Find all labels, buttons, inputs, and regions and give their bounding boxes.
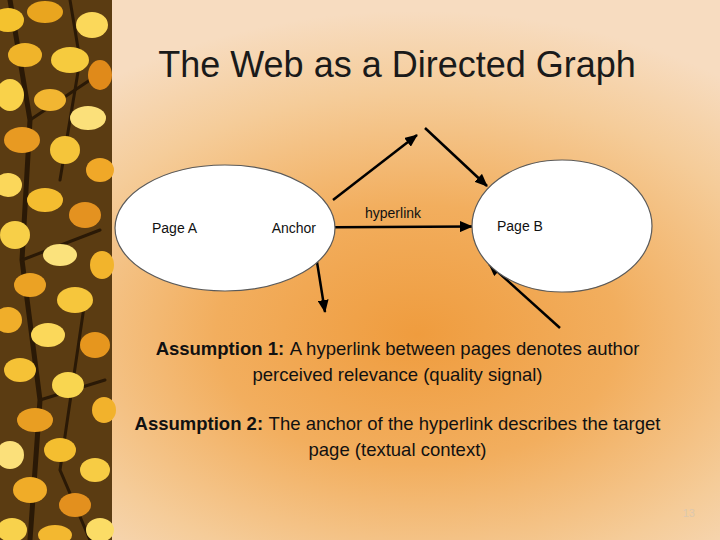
hyperlink-arrow: [335, 225, 472, 228]
outgoing-link-arrow: [333, 135, 417, 200]
outgoing-link-arrow: [317, 262, 325, 312]
page-name: Page A: [152, 220, 197, 236]
slide-number: 13: [683, 507, 695, 519]
assumption-body: A hyperlink between pages denotes author…: [253, 338, 640, 385]
anchor-text: Anchor: [272, 220, 316, 236]
slide-title: The Web as a Directed Graph: [112, 44, 682, 86]
assumption-heading: Assumption 1:: [156, 338, 284, 359]
assumption-text: Assumption 1:A hyperlink between pages d…: [125, 336, 670, 388]
web-page-node: Page A Anchor: [115, 165, 335, 291]
page-name: Page B: [497, 218, 543, 234]
assumption-heading: Assumption 2:: [135, 413, 263, 434]
assumption-text: Assumption 2: The anchor of the hyperlink…: [125, 411, 670, 463]
assumption-body: The anchor of the hyperlink describes th…: [269, 413, 661, 460]
edge-label: hyperlink: [365, 205, 421, 221]
incoming-link-arrow: [425, 128, 487, 186]
web-page-node: Page B: [472, 160, 652, 292]
page-number: 13: [650, 507, 695, 520]
